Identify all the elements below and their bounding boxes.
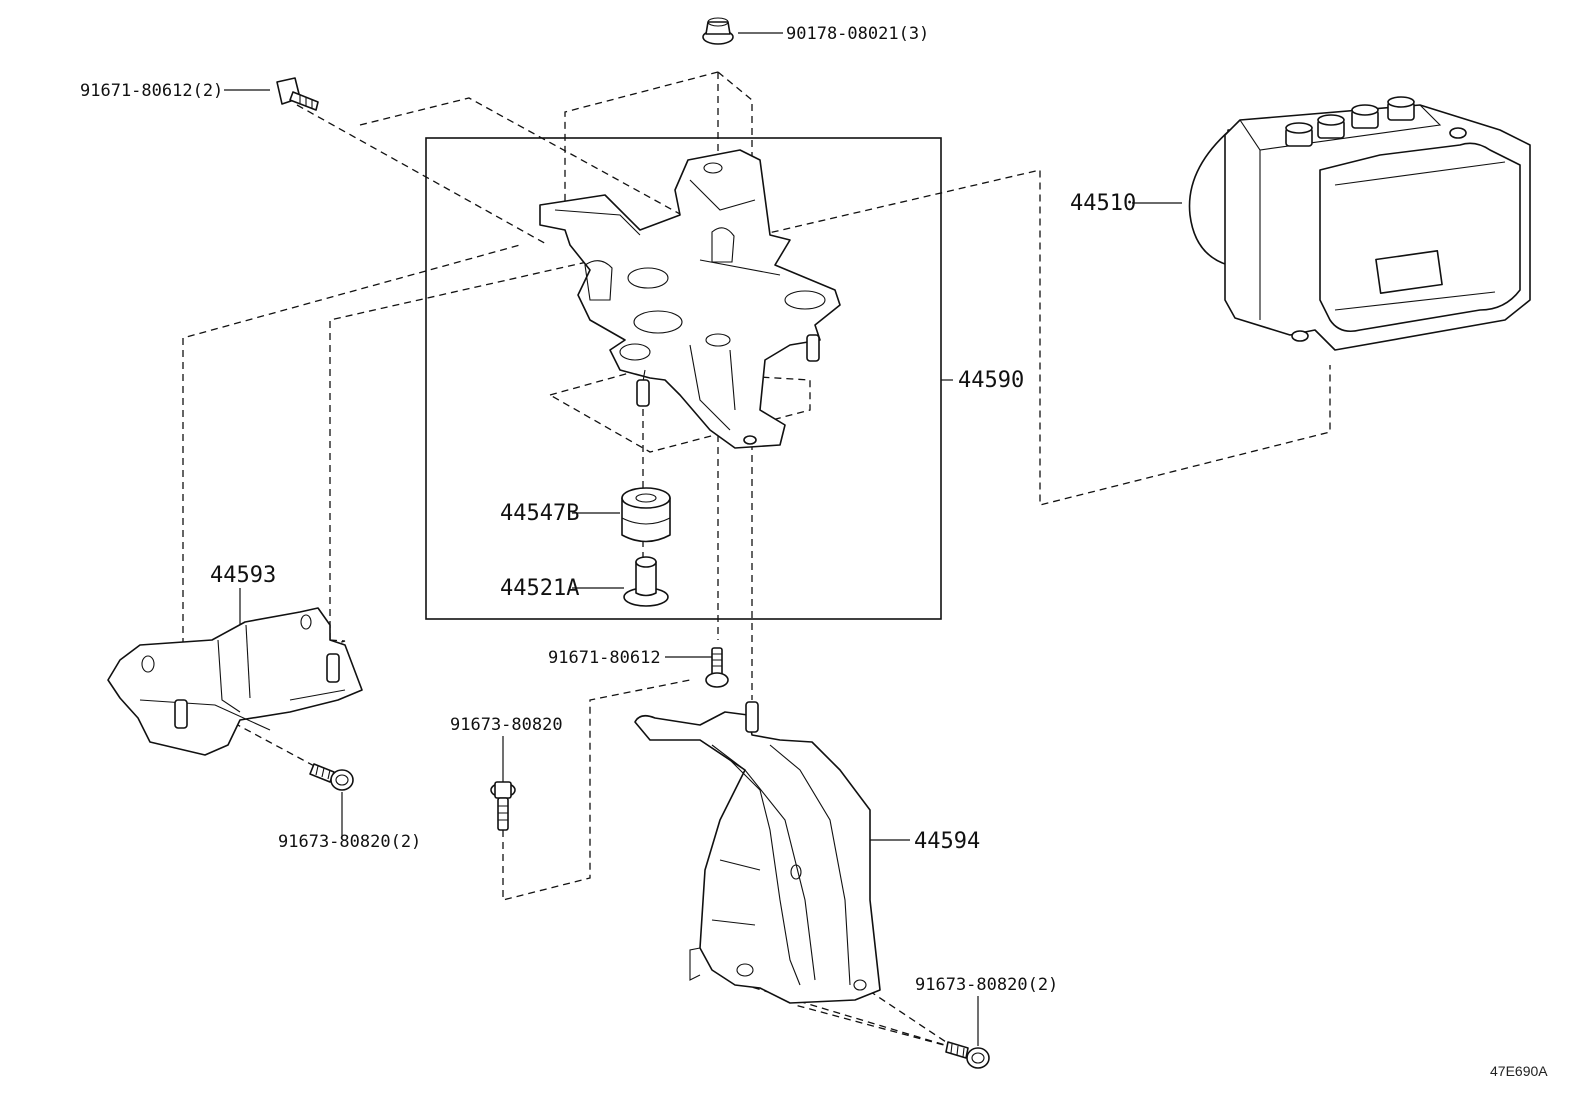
bolt-left-bracket-illustration — [309, 763, 354, 791]
actuator-illustration — [1188, 96, 1531, 351]
bolt-lower-right-illustration — [945, 1041, 990, 1069]
bolt-top-left-illustration — [276, 77, 319, 111]
bolt-mid-illustration — [705, 647, 729, 688]
upper-bracket-illustration — [539, 149, 841, 449]
diagram-code: 47E690A — [1490, 1063, 1548, 1079]
collar-illustration — [623, 556, 669, 607]
nut-top-illustration — [702, 17, 734, 45]
label-bracket-assy[interactable]: 44590 — [958, 368, 1024, 393]
assembly-box — [425, 137, 942, 620]
leader-lines — [224, 32, 1182, 1046]
part-labels: 90178-08021(3) 91671-80612(2) 44510 4459… — [80, 24, 1548, 1079]
label-bolt-left-bracket[interactable]: 91673-80820(2) — [278, 832, 421, 852]
label-bolt-lower-left[interactable]: 91673-80820 — [450, 715, 563, 735]
label-nut-top[interactable]: 90178-08021(3) — [786, 24, 929, 44]
label-bracket-left[interactable]: 44593 — [210, 563, 276, 588]
label-bolt-lower-right[interactable]: 91673-80820(2) — [915, 975, 1058, 995]
label-cushion[interactable]: 44547B — [500, 501, 579, 526]
label-bracket-lower[interactable]: 44594 — [914, 829, 980, 854]
bracket-lower-illustration — [634, 701, 881, 1004]
label-bolt-mid[interactable]: 91671-80612 — [548, 648, 661, 668]
bolt-lower-left-illustration — [490, 781, 516, 831]
label-bolt-top-left[interactable]: 91671-80612(2) — [80, 81, 223, 101]
bracket-left-illustration — [107, 607, 363, 756]
cushion-illustration — [621, 487, 671, 543]
label-collar[interactable]: 44521A — [500, 576, 579, 601]
label-actuator[interactable]: 44510 — [1070, 191, 1136, 216]
